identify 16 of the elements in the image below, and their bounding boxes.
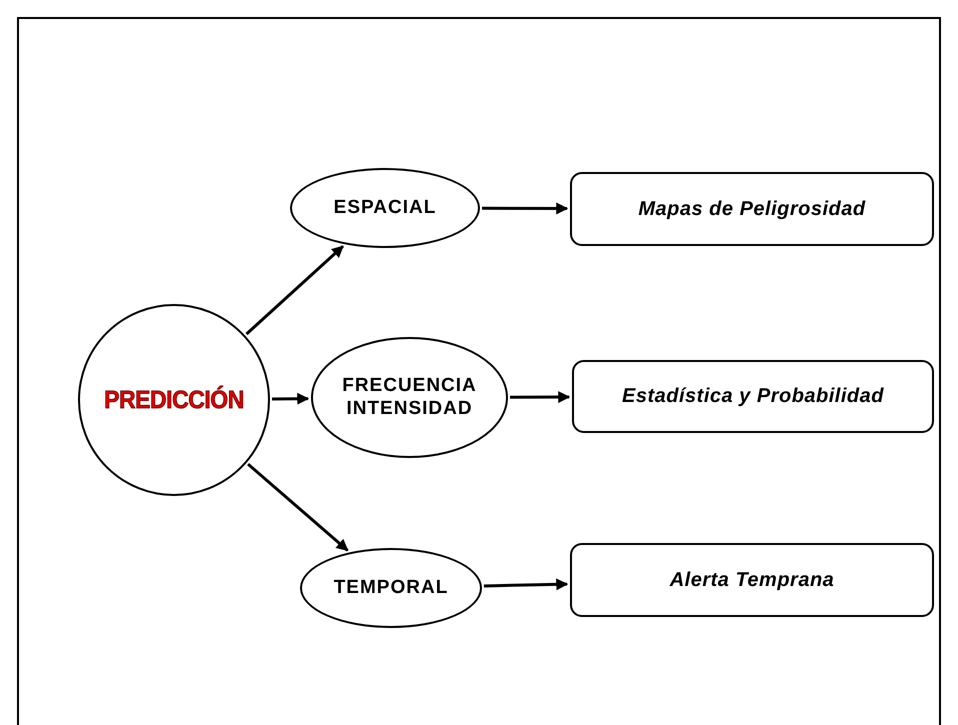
node-label: Mapas de Peligrosidad bbox=[638, 198, 866, 220]
arrow bbox=[245, 245, 344, 336]
node-label: Alerta Temprana bbox=[670, 568, 834, 592]
arrow bbox=[247, 463, 349, 552]
node-label: Estadística y Probabilidad bbox=[622, 385, 884, 408]
arrow bbox=[484, 578, 568, 590]
node-label: FRECUENCIA INTENSIDAD bbox=[341, 374, 478, 420]
node-label: TEMPORAL bbox=[334, 576, 448, 600]
result-box bbox=[570, 543, 934, 617]
arrow bbox=[272, 392, 310, 405]
result-box bbox=[570, 172, 934, 246]
arrow bbox=[482, 202, 568, 214]
arrow bbox=[510, 391, 570, 404]
node-label: ESPACIAL bbox=[334, 196, 436, 220]
result-box bbox=[572, 360, 934, 433]
title-text: PREDICCIÓN bbox=[104, 386, 244, 414]
